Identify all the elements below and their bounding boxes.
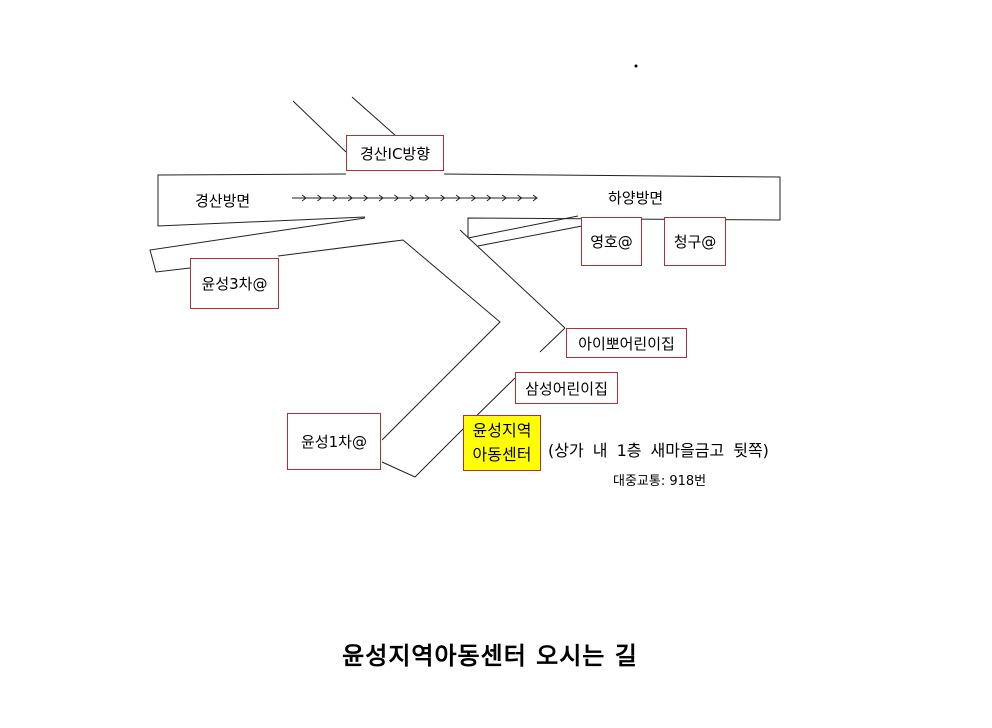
arrow-head-icon	[317, 194, 323, 202]
landmark-cheonggu-apt: 청구@	[664, 217, 726, 266]
arrow-head-icon	[517, 194, 523, 202]
arrow-head-icon	[301, 194, 307, 202]
south-road-east	[381, 229, 566, 478]
direction-arrows	[292, 194, 538, 202]
ic-direction-label: 경산IC방향	[346, 135, 444, 171]
page-title: 윤성지역아동센터 오시는 길	[342, 642, 638, 670]
transit-info: 대중교통: 918번	[613, 474, 707, 489]
ic-road-left	[292, 100, 347, 153]
arrow-head-icon	[394, 194, 400, 202]
west-branch-road	[149, 217, 501, 441]
east-branch-road	[467, 215, 583, 247]
landmark-yeongho-apt: 영호@	[581, 217, 642, 266]
landmark-yunseong1-apt: 윤성1차@	[287, 413, 381, 470]
stray-dot	[634, 64, 638, 68]
east-direction-label: 하양방면	[608, 189, 664, 207]
arrow-head-icon	[347, 194, 354, 202]
destination-center: 윤성지역 아동센터	[463, 415, 541, 471]
ic-road-right	[351, 96, 397, 137]
destination-line2: 아동센터	[472, 445, 532, 464]
landmark-samsung-daycare: 삼성어린이집	[515, 372, 618, 404]
arrow-head-icon	[424, 194, 431, 202]
arrow-head-icon	[363, 194, 369, 202]
location-note: (상가 내 1층 새마을금고 뒷쪽)	[548, 441, 769, 460]
arrow-head-icon	[486, 194, 492, 202]
landmark-aippo-daycare: 아이뽀어린이집	[566, 328, 687, 358]
arrow-head-icon	[409, 194, 415, 202]
arrow-head-icon	[455, 194, 461, 202]
west-direction-label: 경산방면	[195, 192, 251, 210]
destination-line1: 윤성지역	[472, 421, 532, 440]
landmark-yunseong3-apt: 윤성3차@	[190, 258, 279, 309]
arrow-head-icon	[332, 194, 338, 202]
main-road	[157, 173, 781, 238]
arrow-head-icon	[440, 194, 446, 202]
arrow-head-icon	[532, 194, 538, 202]
arrow-head-icon	[378, 194, 384, 202]
arrow-head-icon	[501, 194, 508, 202]
arrow-head-icon	[471, 194, 477, 202]
